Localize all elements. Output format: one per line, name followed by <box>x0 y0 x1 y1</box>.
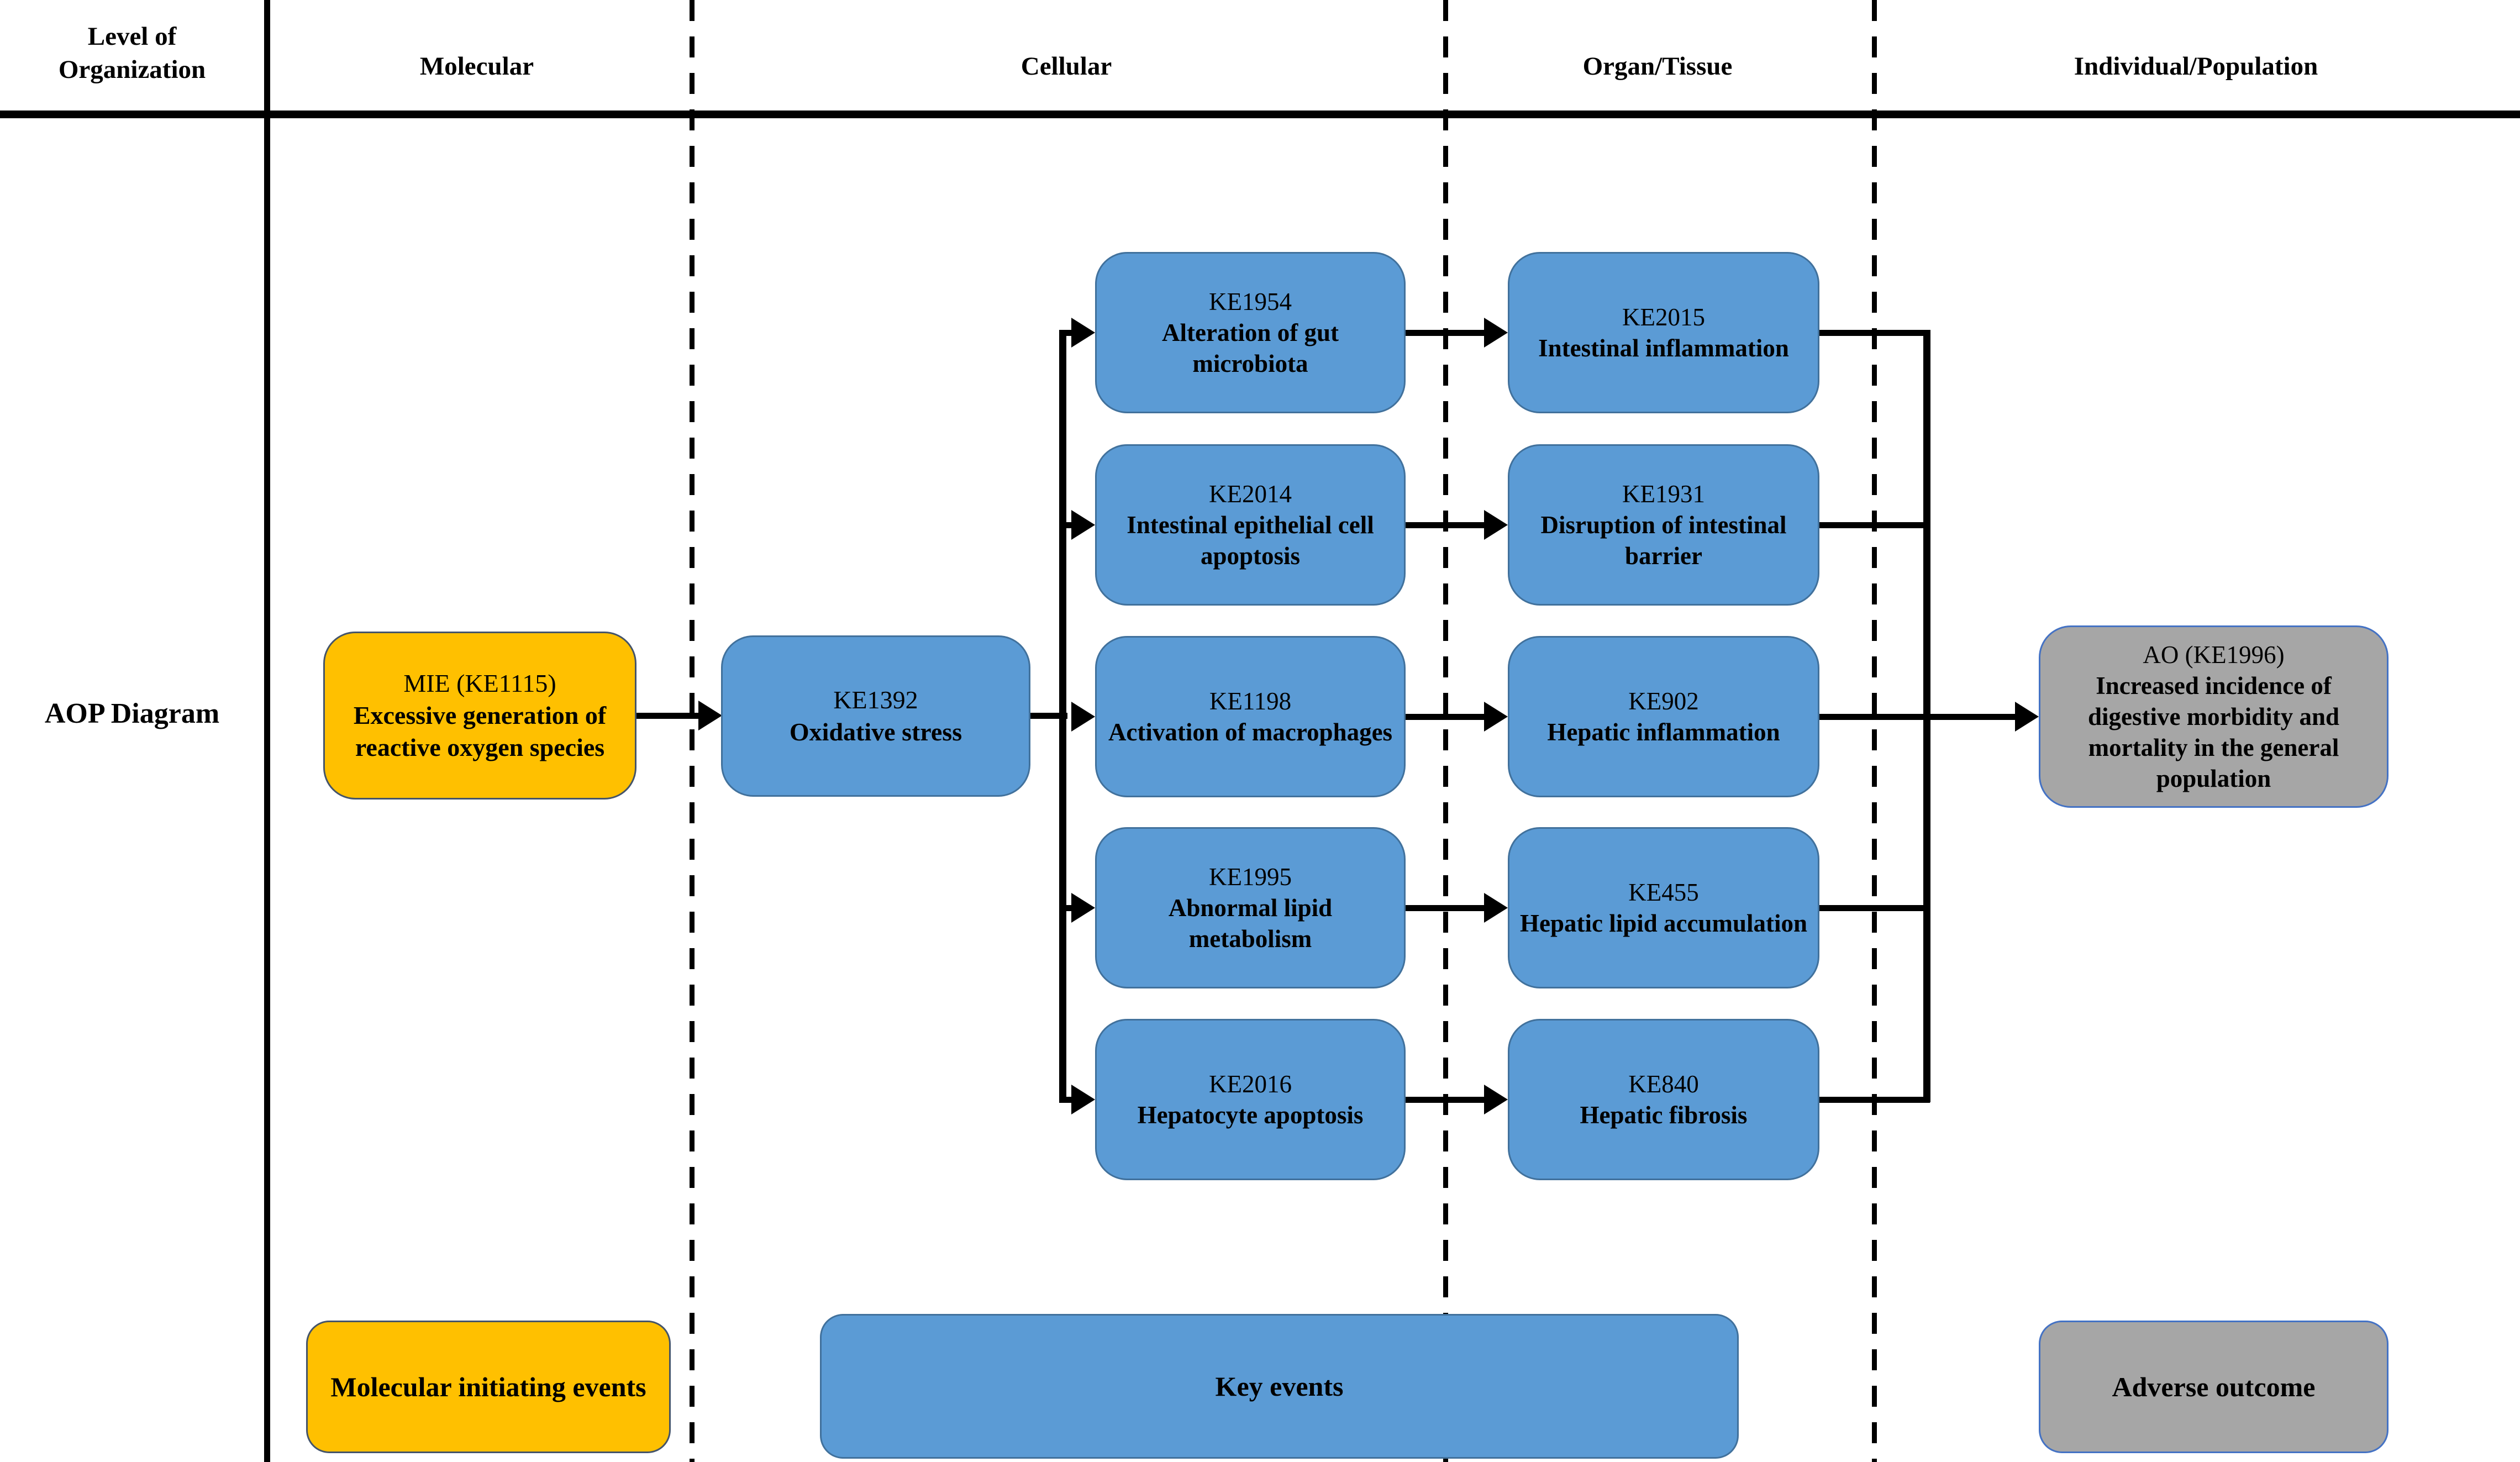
row-header-line1: Level of <box>87 22 177 51</box>
node-ke2015: KE2015 Intestinal inflammation <box>1508 252 1819 413</box>
node-ke1931: KE1931 Disruption of intestinal barrier <box>1508 444 1819 606</box>
connector-mie-ke1392 <box>635 713 702 719</box>
arrowhead-into-ke2014 <box>1071 510 1095 540</box>
node-label: Hepatic lipid accumulation <box>1519 909 1808 937</box>
node-ke1198: KE1198 Activation of macrophages <box>1095 636 1406 797</box>
node-id: AO (KE1996) <box>2143 641 2285 669</box>
arrowhead-into-ke902 <box>1484 702 1508 732</box>
node-id: KE1995 <box>1209 863 1292 891</box>
node-label: Hepatocyte apoptosis <box>1137 1101 1364 1129</box>
node-id: KE1198 <box>1209 687 1292 715</box>
connector-trunk-ke1995 <box>1059 905 1073 911</box>
node-id: KE1954 <box>1209 288 1292 315</box>
row-label-aop-diagram: AOP Diagram <box>44 698 220 729</box>
node-label: Hepatic inflammation <box>1547 718 1780 746</box>
node-ke455: KE455 Hepatic lipid accumulation <box>1508 827 1819 988</box>
node-id: KE2014 <box>1209 480 1292 508</box>
column-divider-dashed-cellular-organ <box>1443 0 1448 1462</box>
connector-ke2016-ke840 <box>1404 1097 1486 1103</box>
connector-ke455-trunk <box>1818 905 1930 911</box>
connector-ke1931-trunk <box>1818 522 1930 528</box>
node-ke1392: KE1392 Oxidative stress <box>721 635 1030 797</box>
node-mie-ke1115: MIE (KE1115) Excessive generation of rea… <box>323 632 636 800</box>
node-ke840: KE840 Hepatic fibrosis <box>1508 1019 1819 1180</box>
arrowhead-into-ke2016 <box>1071 1085 1095 1114</box>
node-label: Alteration of gut microbiota <box>1162 319 1339 377</box>
node-ao-ke1996: AO (KE1996) Increased incidence of diges… <box>2039 625 2389 808</box>
connector-trunk-ke2016 <box>1059 1097 1073 1103</box>
node-label: Intestinal epithelial cell apoptosis <box>1127 511 1374 570</box>
connector-trunk-ke2014 <box>1059 522 1073 528</box>
node-label: Activation of macrophages <box>1108 718 1393 746</box>
connector-ke1198-ke902 <box>1404 714 1486 720</box>
node-id: KE455 <box>1628 879 1699 906</box>
connector-ke1995-ke455 <box>1404 905 1486 911</box>
legend-adverse-outcome: Adverse outcome <box>2039 1321 2389 1453</box>
node-label: Intestinal inflammation <box>1538 334 1789 362</box>
node-label: Excessive generation of reactive oxygen … <box>353 701 607 761</box>
node-id: MIE (KE1115) <box>403 669 556 697</box>
connector-ke2015-trunk <box>1818 330 1930 336</box>
node-ke2014: KE2014 Intestinal epithelial cell apopto… <box>1095 444 1406 606</box>
node-id: KE2015 <box>1622 303 1705 331</box>
arrowhead-into-ke1198 <box>1071 702 1095 732</box>
arrowhead-into-ke840 <box>1484 1085 1508 1114</box>
row-header-line2: Organization <box>58 55 206 84</box>
column-divider-dashed-molecular-cellular <box>690 0 695 1462</box>
arrowhead-into-ke455 <box>1484 893 1508 923</box>
connector-ke2014-ke1931 <box>1404 522 1486 528</box>
connector-ke902-ao <box>1818 714 2017 720</box>
column-divider-dashed-organ-individual <box>1872 0 1877 1462</box>
arrowhead-into-ke1931 <box>1484 510 1508 540</box>
header-divider-line <box>0 111 2520 118</box>
arrowhead-into-ke1954 <box>1071 318 1095 348</box>
column-header-cellular: Cellular <box>1020 52 1112 81</box>
column-header-organ-tissue: Organ/Tissue <box>1582 52 1733 81</box>
node-id: KE2016 <box>1209 1070 1292 1098</box>
row-header-title: Level of Organization <box>0 20 264 86</box>
node-label: Oxidative stress <box>789 718 962 746</box>
node-label: Abnormal lipid metabolism <box>1168 894 1333 953</box>
node-label: Hepatic fibrosis <box>1580 1101 1748 1129</box>
legend-molecular-initiating-events: Molecular initiating events <box>306 1321 671 1453</box>
connector-ke840-trunk <box>1818 1097 1930 1103</box>
arrowhead-into-ke2015 <box>1484 318 1508 348</box>
arrowhead-into-ke1995 <box>1071 893 1095 923</box>
column-header-molecular: Molecular <box>419 52 534 81</box>
node-id: KE902 <box>1628 687 1699 715</box>
connector-trunk-ke1954 <box>1059 330 1073 336</box>
legend-key-events: Key events <box>820 1314 1739 1459</box>
row-header-divider-line <box>264 0 270 1462</box>
node-label: Disruption of intestinal barrier <box>1540 511 1787 570</box>
node-id: KE840 <box>1628 1070 1699 1098</box>
connector-ke1392-trunk <box>1029 713 1067 719</box>
arrowhead-into-ao <box>2015 702 2039 732</box>
node-ke2016: KE2016 Hepatocyte apoptosis <box>1095 1019 1406 1180</box>
connector-ke1954-ke2015 <box>1404 330 1486 336</box>
node-id: KE1931 <box>1622 480 1705 508</box>
node-label: Increased incidence of digestive morbidi… <box>2087 672 2340 792</box>
node-ke1995: KE1995 Abnormal lipid metabolism <box>1095 827 1406 988</box>
branch-trunk-cellular <box>1059 330 1066 1102</box>
arrowhead-into-ke1392 <box>698 701 722 730</box>
column-header-individual-population: Individual/Population <box>2074 52 2318 81</box>
node-id: KE1392 <box>833 686 918 714</box>
node-ke902: KE902 Hepatic inflammation <box>1508 636 1819 797</box>
node-ke1954: KE1954 Alteration of gut microbiota <box>1095 252 1406 413</box>
